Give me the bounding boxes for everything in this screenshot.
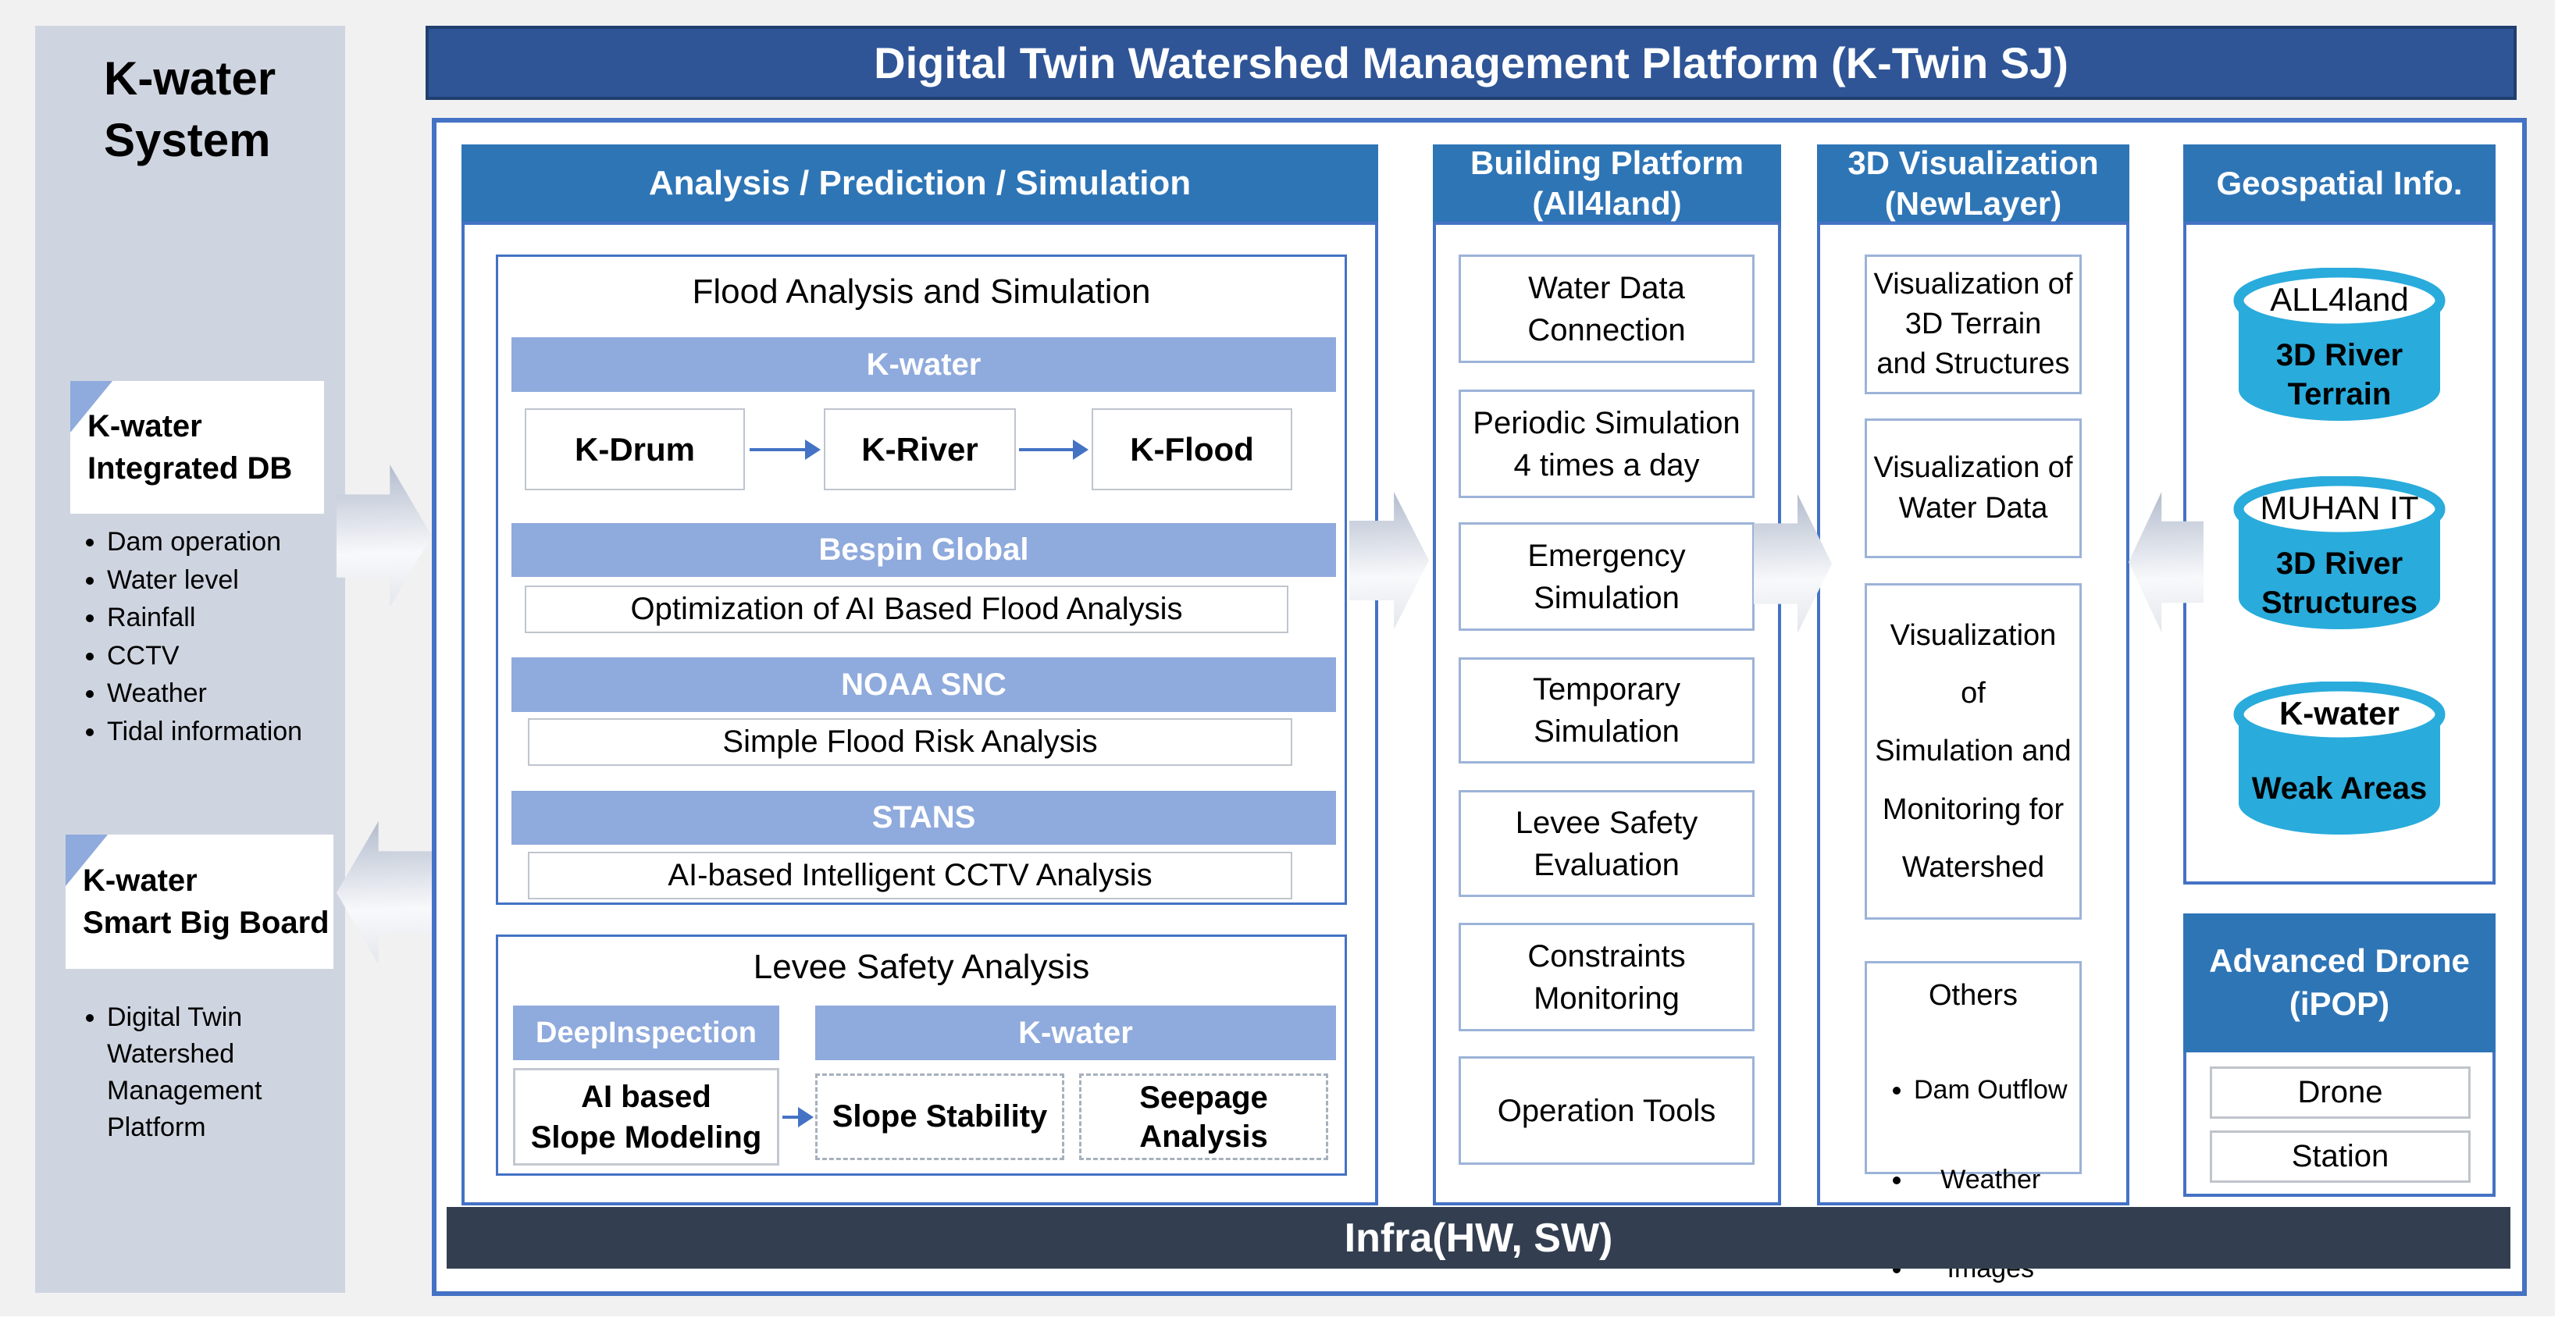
ai-slope-modeling-box: AI based Slope Modeling	[513, 1068, 779, 1166]
database-cylinder-icon	[2233, 268, 2446, 421]
k-drum-box: K-Drum	[525, 408, 745, 490]
temporary-simulation-item: Temporary Simulation	[1459, 657, 1755, 764]
cylinder-label: 3D River Structures	[2261, 546, 2418, 620]
levee-safety-title: Levee Safety Analysis	[753, 948, 1090, 986]
deepinspection-bar: DeepInspection	[513, 1006, 779, 1060]
db-source-list: Dam operation Water level Rainfall CCTV …	[59, 525, 388, 753]
viz-section-header: 3D Visualization (NewLayer)	[1817, 144, 2129, 222]
noaa-snc-bar: NOAA SNC	[511, 657, 1336, 712]
drone-item: Drone	[2210, 1066, 2471, 1119]
emergency-simulation-item: Emergency Simulation	[1459, 522, 1755, 631]
cctv-analysis-box: AI-based Intelligent CCTV Analysis	[528, 852, 1292, 899]
viz-terrain-item: Visualization of 3D Terrain and Structur…	[1865, 255, 2082, 394]
integrated-db-label: K-water Integrated DB	[87, 409, 293, 486]
flow-arrow-icon	[750, 440, 821, 460]
operation-tools-item: Operation Tools	[1459, 1056, 1755, 1165]
k-river-box: K-River	[824, 408, 1016, 490]
all4land-db-cylinder: ALL4land 3D River Terrain	[2232, 268, 2446, 427]
viz-others-box: Others Dam Outflow Weather Images	[1865, 961, 2082, 1283]
list-item: Rainfall	[107, 601, 388, 635]
kwater-bar: K-water	[815, 1006, 1336, 1060]
advanced-drone-header: Advanced Drone (iPOP)	[2183, 913, 2496, 1052]
list-item: Weather	[107, 677, 388, 711]
seepage-analysis-box: Seepage Analysis	[1079, 1073, 1328, 1160]
muhan-it-db-cylinder: MUHAN IT 3D River Structures	[2232, 476, 2446, 635]
flow-arrow-icon	[782, 1107, 814, 1127]
smart-big-board-label: K-water Smart Big Board	[83, 863, 330, 940]
list-item: Dam Outflow	[1914, 1066, 2068, 1114]
kwater-integrated-db-box: K-water Integrated DB	[70, 381, 324, 514]
ai-flood-optimization-box: Optimization of AI Based Flood Analysis	[525, 586, 1288, 633]
flood-analysis-title: Flood Analysis and Simulation	[692, 272, 1151, 311]
kwater-smart-big-board-box: K-water Smart Big Board	[66, 835, 333, 969]
database-cylinder-icon	[2233, 682, 2446, 835]
simple-flood-risk-box: Simple Flood Risk Analysis	[528, 718, 1292, 766]
station-item: Station	[2210, 1130, 2471, 1183]
kwater-weak-areas-cylinder: K-water Weak Areas	[2232, 682, 2446, 841]
cylinder-name: MUHAN IT	[2260, 490, 2419, 526]
cylinder-label: 3D River Terrain	[2275, 338, 2403, 411]
kwater-system-panel: K-water System K-water Integrated DB Dam…	[35, 26, 345, 1293]
others-title: Others	[1928, 979, 2018, 1012]
list-item: CCTV	[107, 639, 388, 674]
k-flood-box: K-Flood	[1092, 408, 1292, 490]
cylinder-name: ALL4land	[2270, 281, 2409, 318]
viz-simulation-monitoring-item: Visualization of Simulation and Monitori…	[1865, 583, 2082, 920]
water-data-connection-item: Water Data Connection	[1459, 255, 1755, 363]
flood-analysis-box: Flood Analysis and Simulation K-water K-…	[496, 255, 1347, 905]
constraints-monitoring-item: Constraints Monitoring	[1459, 923, 1755, 1031]
list-item: Digital Twin Watershed Management Platfo…	[107, 999, 388, 1146]
slope-stability-box: Slope Stability	[815, 1073, 1064, 1160]
advanced-drone-box: Advanced Drone (iPOP) Drone Station	[2183, 913, 2496, 1197]
levee-safety-box: Levee Safety Analysis DeepInspection K-w…	[496, 934, 1347, 1176]
list-item: Water level	[107, 564, 388, 598]
list-item: Weather	[1914, 1156, 2068, 1204]
sidebar-title: K-water System	[104, 52, 276, 167]
others-list: Dam Outflow Weather Images	[1878, 1024, 2068, 1335]
platform-title-banner: Digital Twin Watershed Management Platfo…	[426, 26, 2517, 100]
database-cylinder-icon	[2233, 476, 2446, 629]
periodic-simulation-item: Periodic Simulation 4 times a day	[1459, 390, 1755, 498]
bespin-global-bar: Bespin Global	[511, 523, 1336, 577]
geospatial-header: Geospatial Info.	[2183, 144, 2496, 222]
stans-bar: STANS	[511, 791, 1336, 845]
flow-arrow-icon	[1019, 440, 1088, 460]
list-item: Tidal information	[107, 715, 388, 749]
board-feature-list: Digital Twin Watershed Management Platfo…	[59, 999, 388, 1150]
levee-safety-evaluation-item: Levee Safety Evaluation	[1459, 790, 1755, 897]
cylinder-label: Weak Areas	[2251, 771, 2428, 806]
infra-bar: Infra(HW, SW)	[447, 1207, 2510, 1269]
analysis-section-header: Analysis / Prediction / Simulation	[461, 144, 1378, 222]
cylinder-name: K-water	[2278, 695, 2400, 732]
list-item: Dam operation	[107, 525, 388, 560]
viz-water-data-item: Visualization of Water Data	[1865, 418, 2082, 558]
kwater-bar: K-water	[511, 337, 1336, 392]
building-platform-header: Building Platform (All4land)	[1433, 144, 1781, 222]
